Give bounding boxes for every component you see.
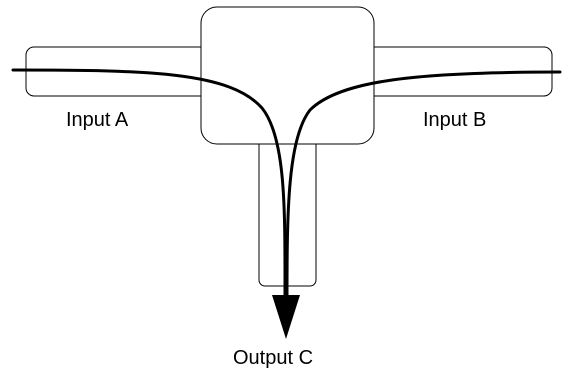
- junction-block: [200, 6, 375, 145]
- output-arrowhead: [272, 295, 300, 339]
- flow-b-to-c: [285, 70, 562, 298]
- output-c-label: Output C: [233, 347, 313, 369]
- input-a-label: Input A: [66, 109, 129, 131]
- flow-a-to-c: [11, 68, 287, 298]
- input-b-label: Input B: [423, 109, 486, 131]
